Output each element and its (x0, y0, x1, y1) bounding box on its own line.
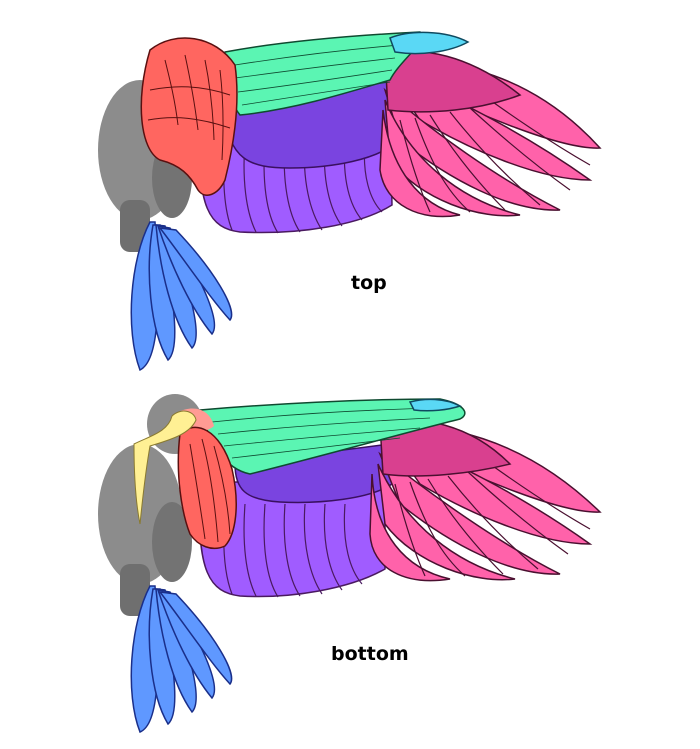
top-view-panel: top (0, 0, 700, 374)
scapular-feather-lines (189, 438, 231, 543)
greater-primary-coverts (408, 398, 462, 412)
scapular-feather-lines (147, 54, 231, 161)
tail-feathers (130, 221, 233, 372)
primary-feather-lines (399, 99, 591, 213)
secondary-feathers (198, 473, 386, 598)
wing-coverts (199, 398, 466, 475)
scapular-feathers (177, 426, 237, 550)
covert-scale-pattern (211, 407, 441, 459)
secondary-feather-lines (223, 503, 363, 598)
caption-bottom: bottom (331, 643, 409, 665)
caption-top: top (351, 272, 387, 294)
greater-primary-coverts (389, 31, 470, 55)
primary-feather-lines (394, 463, 591, 577)
wing-bone (133, 410, 197, 525)
covert-scale-pattern (234, 44, 401, 106)
bottom-view-panel: bottom (0, 374, 700, 748)
scapular-feathers (140, 37, 238, 196)
tail-feathers (130, 585, 233, 733)
wing-bottom-illustration (98, 394, 602, 733)
wing-top-illustration (98, 31, 602, 372)
